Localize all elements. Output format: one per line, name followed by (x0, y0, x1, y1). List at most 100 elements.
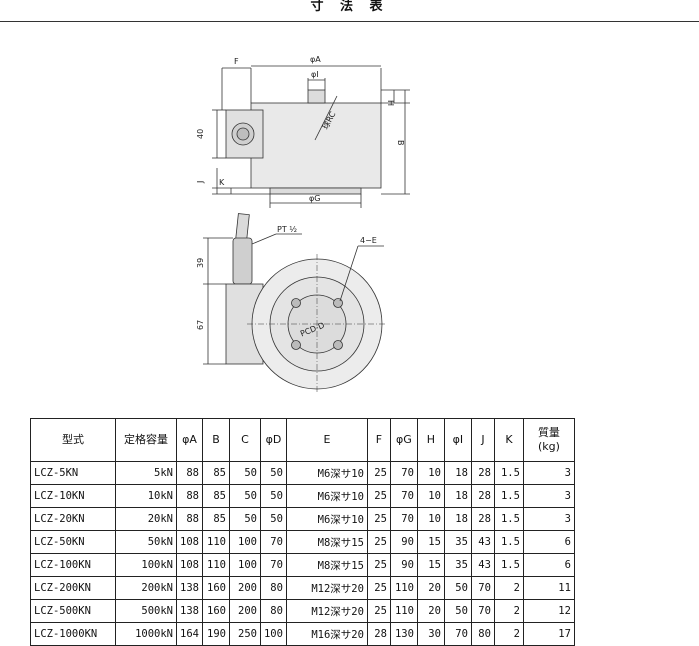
cell-model: LCZ-500KN (30, 599, 116, 623)
label-phi-i: φI (311, 70, 319, 79)
cell-phi-a: 108 (176, 530, 203, 554)
cell-k: 1.5 (493, 484, 524, 508)
cell-j: 80 (470, 622, 495, 646)
cell-k: 2 (493, 576, 524, 600)
cell-e: M8深サ15 (285, 530, 368, 554)
cell-phi-a: 88 (176, 461, 203, 485)
header-h: H (416, 418, 445, 462)
plan-view-cable-gland (232, 237, 253, 285)
header-c: C (228, 418, 261, 462)
cell-b: 160 (201, 599, 230, 623)
cell-capacity: 5kN (115, 461, 177, 485)
cell-phi-d: 80 (259, 599, 287, 623)
cell-k: 1.5 (493, 553, 524, 577)
cell-phi-i: 18 (443, 461, 472, 485)
cell-c: 200 (228, 599, 261, 623)
cell-h: 20 (416, 599, 445, 623)
label-j: J (196, 181, 205, 184)
cell-j: 28 (470, 461, 495, 485)
cell-phi-a: 138 (176, 599, 203, 623)
cell-phi-g: 70 (389, 484, 418, 508)
cell-capacity: 1000kN (115, 622, 177, 646)
header-mass: 質量(kg) (522, 418, 575, 462)
cell-f: 25 (366, 599, 391, 623)
table-header-row: 型式 定格容量 φA B C φD E F φG H φI J K 質量(kg) (30, 418, 575, 462)
cell-phi-g: 90 (389, 553, 418, 577)
header-b: B (201, 418, 230, 462)
cell-model: LCZ-20KN (30, 507, 116, 531)
cell-b: 85 (201, 507, 230, 531)
cell-phi-i: 70 (443, 622, 472, 646)
cell-model: LCZ-1000KN (30, 622, 116, 646)
header-phi-a: φA (176, 418, 203, 462)
cell-h: 10 (416, 507, 445, 531)
cell-c: 100 (228, 530, 261, 554)
label-phi-a: φA (310, 55, 321, 64)
cell-capacity: 100kN (115, 553, 177, 577)
cell-b: 110 (201, 553, 230, 577)
cell-capacity: 10kN (115, 484, 177, 508)
cell-mass: 6 (522, 530, 575, 554)
header-f: F (366, 418, 391, 462)
header-mass-unit: (kg) (537, 440, 560, 453)
label-b: B (396, 140, 405, 146)
cell-j: 43 (470, 553, 495, 577)
cell-phi-g: 130 (389, 622, 418, 646)
header-e: E (285, 418, 368, 462)
cell-k: 1.5 (493, 530, 524, 554)
cell-phi-a: 164 (176, 622, 203, 646)
header-k: K (493, 418, 524, 462)
cell-phi-i: 50 (443, 599, 472, 623)
cell-f: 25 (366, 484, 391, 508)
cell-model: LCZ-5KN (30, 461, 116, 485)
cell-mass: 12 (522, 599, 575, 623)
cell-phi-i: 18 (443, 484, 472, 508)
dimension-drawing: F φA φI H B 球RC 40 J K φG PT ½ 4−E 39 67… (196, 55, 410, 394)
cell-h: 20 (416, 576, 445, 600)
label-phi-g: φG (309, 194, 320, 203)
label-pt: PT ½ (277, 225, 297, 234)
cell-phi-g: 90 (389, 530, 418, 554)
cell-phi-g: 70 (389, 507, 418, 531)
cell-f: 25 (366, 507, 391, 531)
cell-c: 50 (228, 507, 261, 531)
cell-f: 25 (366, 553, 391, 577)
cell-phi-d: 50 (259, 461, 287, 485)
label-67: 67 (196, 320, 205, 330)
cell-e: M6深サ10 (285, 484, 368, 508)
cell-phi-d: 70 (259, 553, 287, 577)
cell-phi-g: 70 (389, 461, 418, 485)
label-40: 40 (196, 129, 205, 139)
cell-phi-a: 88 (176, 484, 203, 508)
header-j: J (470, 418, 495, 462)
cell-b: 85 (201, 484, 230, 508)
header-capacity: 定格容量 (115, 418, 177, 462)
cell-phi-i: 50 (443, 576, 472, 600)
cell-b: 160 (201, 576, 230, 600)
cell-f: 28 (366, 622, 391, 646)
header-phi-i: φI (443, 418, 472, 462)
label-39: 39 (196, 258, 205, 268)
cell-h: 30 (416, 622, 445, 646)
cell-mass: 11 (522, 576, 575, 600)
cell-phi-d: 50 (259, 484, 287, 508)
cell-e: M12深サ20 (285, 599, 368, 623)
cell-model: LCZ-200KN (30, 576, 116, 600)
cell-f: 25 (366, 576, 391, 600)
cell-e: M8深サ15 (285, 553, 368, 577)
cell-h: 10 (416, 461, 445, 485)
cell-b: 110 (201, 530, 230, 554)
cell-capacity: 50kN (115, 530, 177, 554)
cell-k: 2 (493, 622, 524, 646)
cell-c: 250 (228, 622, 261, 646)
title-divider (0, 21, 699, 22)
cell-mass: 3 (522, 461, 575, 485)
cell-f: 25 (366, 461, 391, 485)
cell-phi-i: 35 (443, 530, 472, 554)
cell-phi-a: 88 (176, 507, 203, 531)
header-mass-label: 質量 (537, 426, 560, 439)
cell-j: 43 (470, 530, 495, 554)
cell-capacity: 200kN (115, 576, 177, 600)
